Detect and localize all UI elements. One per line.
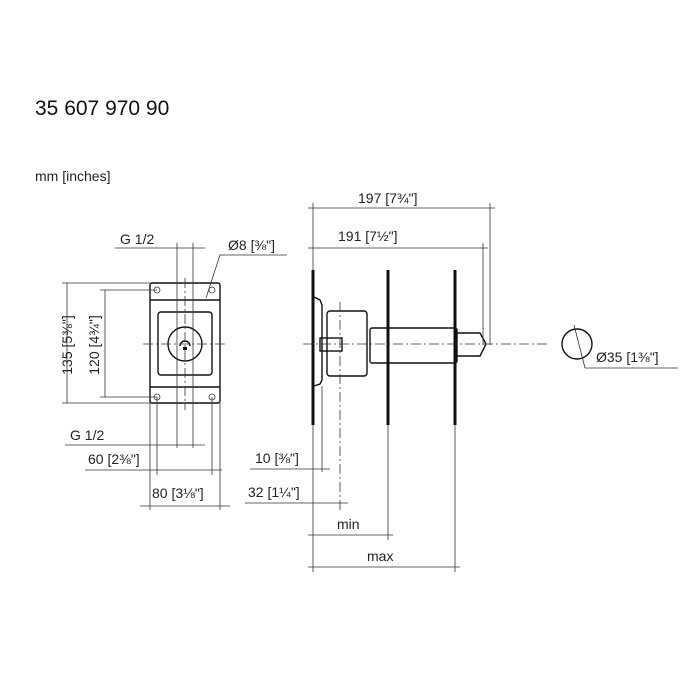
depth-32-in: [1¼"]	[267, 484, 299, 500]
front-view: 135 [5⅜"] 120 [4¾"] G 1/2 Ø8 [⅜"] G 1/2 …	[59, 231, 287, 510]
hole-dia-in: [⅜"]	[251, 237, 275, 253]
svg-text:191 [7½"]: 191 [7½"]	[338, 228, 397, 244]
units-label: mm [inches]	[35, 168, 111, 184]
side-view: Ø35 [1⅜"] 197 [7¾"] 191 [7½"] 10 [⅜"] 32	[245, 190, 678, 572]
length-191-in: [7½"]	[365, 228, 397, 244]
max-label: max	[367, 548, 393, 564]
width-80-mm: 80	[152, 485, 168, 501]
width-80-in: [3⅛"]	[171, 485, 203, 501]
height-inner-mm: 120	[86, 351, 102, 375]
mounting-holes	[153, 286, 216, 401]
svg-text:197 [7¾"]: 197 [7¾"]	[358, 190, 417, 206]
spindle	[369, 327, 458, 364]
valve-body	[326, 310, 368, 377]
svg-text:135 [5⅜"]: 135 [5⅜"]	[59, 315, 75, 374]
svg-text:60 [2⅜"]: 60 [2⅜"]	[88, 451, 140, 467]
depth-10-in: [⅜"]	[274, 450, 298, 466]
width-60-mm: 60	[88, 451, 104, 467]
width-60-in: [2⅜"]	[107, 451, 139, 467]
length-191-mm: 191	[338, 228, 362, 244]
product-number: 35 607 970 90	[35, 97, 170, 120]
height-outer-mm: 135	[59, 351, 75, 375]
svg-text:120 [4¾"]: 120 [4¾"]	[86, 315, 102, 374]
length-197-mm: 197	[358, 190, 382, 206]
thread-top-label: G 1/2	[120, 231, 154, 247]
height-outer-in: [5⅜"]	[59, 315, 75, 347]
svg-text:80 [3⅛"]: 80 [3⅛"]	[152, 485, 204, 501]
svg-text:32 [1¼"]: 32 [1¼"]	[248, 484, 300, 500]
spindle-dia-mm: Ø35	[596, 349, 623, 365]
svg-text:Ø8 [⅜"]: Ø8 [⅜"]	[228, 237, 275, 253]
hole-dia-mm: Ø8	[228, 237, 247, 253]
spindle-dia-in: [1⅜"]	[626, 349, 658, 365]
length-197-in: [7¾"]	[385, 190, 417, 206]
depth-10-mm: 10	[255, 450, 271, 466]
svg-text:Ø35 [1⅜"]: Ø35 [1⅜"]	[596, 349, 659, 365]
svg-text:10 [⅜"]: 10 [⅜"]	[255, 450, 299, 466]
min-label: min	[337, 516, 360, 532]
spindle-section	[561, 328, 593, 360]
thread-bottom-label: G 1/2	[70, 427, 104, 443]
depth-32-mm: 32	[248, 484, 264, 500]
height-inner-in: [4¾"]	[86, 315, 102, 347]
